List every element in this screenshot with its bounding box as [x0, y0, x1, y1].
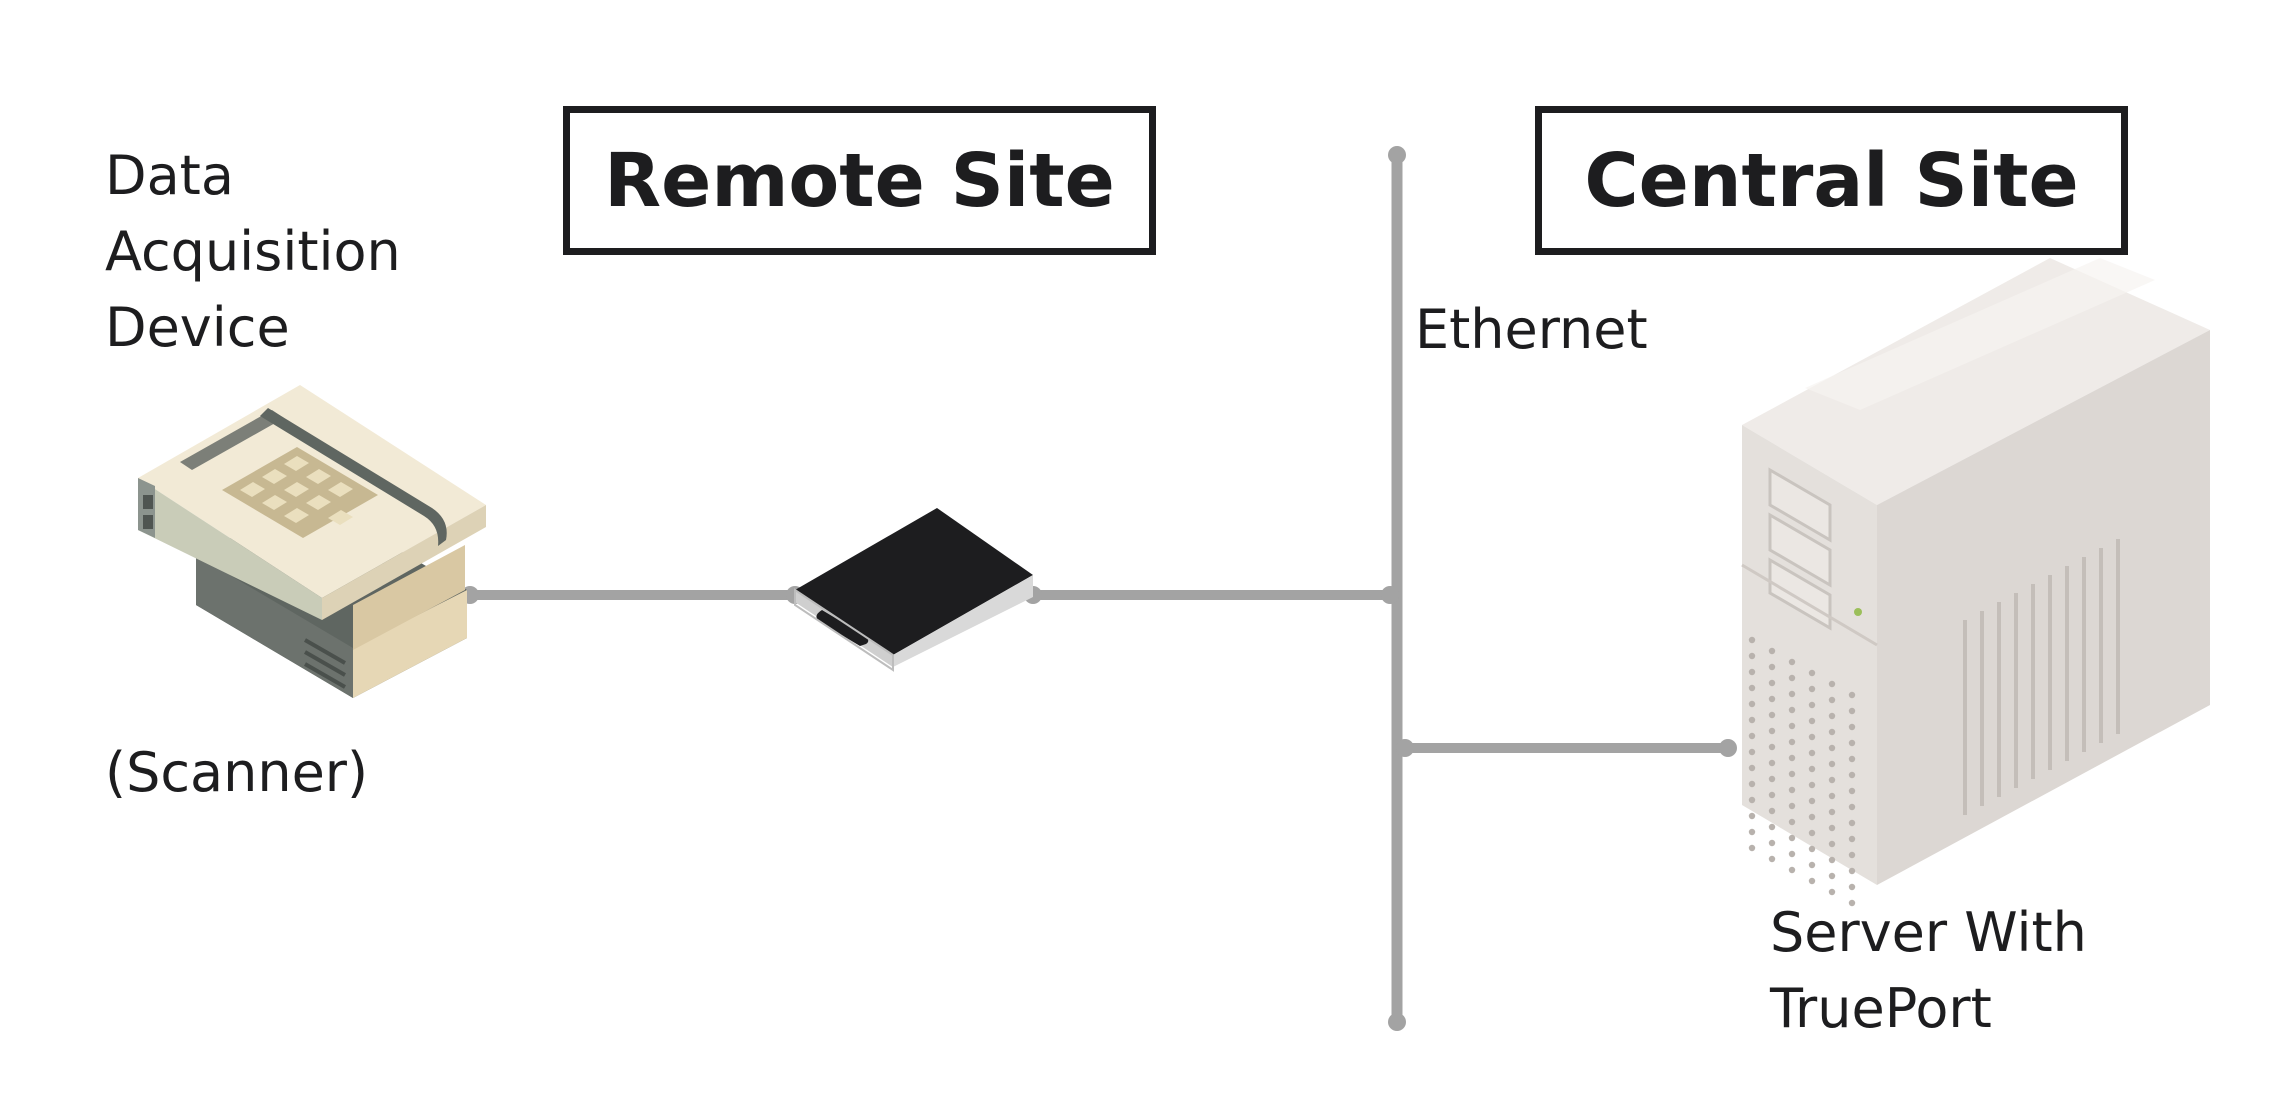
link-scanner-to-device-server — [461, 586, 804, 604]
data-acquisition-device-label: Data Acquisition Device — [105, 138, 401, 366]
server-label-line-2: TruePort — [1770, 977, 1992, 1040]
ethernet-backbone — [1388, 146, 1406, 1031]
scanner-icon — [138, 385, 486, 698]
data-acquisition-line-2: Acquisition — [105, 220, 401, 283]
remote-site-label: Remote Site — [604, 137, 1115, 224]
server-label-line-1: Server With — [1770, 901, 2087, 964]
server-label: Server With TruePort — [1770, 895, 2087, 1047]
ethernet-label: Ethernet — [1415, 298, 1648, 361]
server-vent-dots — [1748, 636, 1856, 907]
data-acquisition-line-3: Device — [105, 296, 290, 359]
central-site-box: Central Site — [1535, 106, 2128, 255]
scanner-label: (Scanner) — [105, 741, 369, 804]
remote-site-box: Remote Site — [563, 106, 1156, 255]
device-server-icon — [794, 508, 1033, 672]
central-site-label: Central Site — [1584, 137, 2079, 224]
tower-server-icon — [1741, 258, 2210, 907]
link-device-server-to-ethernet — [1024, 586, 1399, 604]
link-ethernet-to-server — [1396, 739, 1737, 757]
data-acquisition-line-1: Data — [105, 144, 234, 207]
